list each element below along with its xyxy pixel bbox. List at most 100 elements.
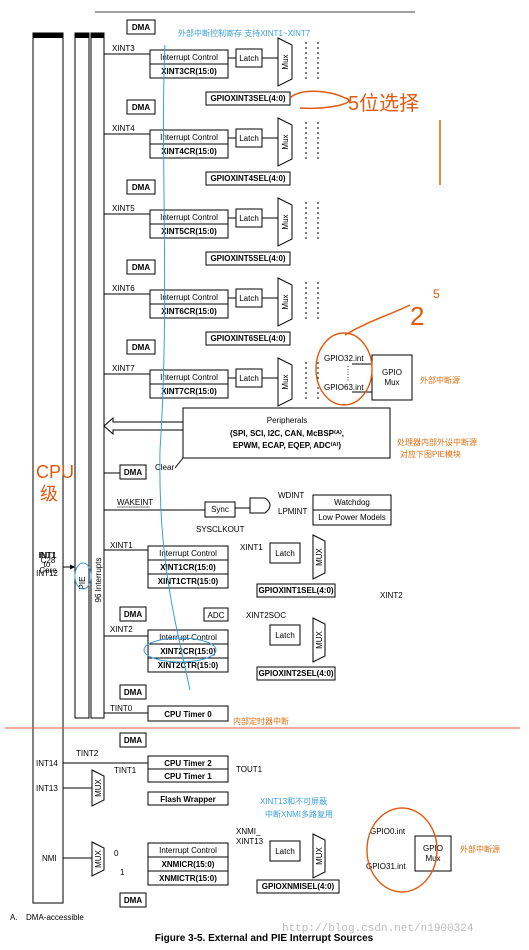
xint-label: XINT4 bbox=[112, 124, 135, 133]
footnote-a: A. bbox=[10, 913, 18, 922]
svg-text:TOUT1: TOUT1 bbox=[236, 765, 263, 774]
svg-text:Interrupt Control: Interrupt Control bbox=[159, 633, 217, 642]
svg-text:Low Power Models: Low Power Models bbox=[318, 513, 386, 522]
svg-text:GPIO: GPIO bbox=[423, 844, 443, 853]
gpio-sel-box bbox=[205, 331, 291, 346]
note-nmi2: 中断XNMI多路复用 bbox=[265, 809, 333, 819]
svg-text:Mux: Mux bbox=[384, 378, 399, 387]
clear-label: Clear bbox=[155, 463, 174, 472]
svg-text:XINT1: XINT1 bbox=[110, 541, 133, 550]
svg-text:Interrupt Control: Interrupt Control bbox=[159, 549, 217, 558]
svg-text:CPU Timer 2: CPU Timer 2 bbox=[164, 759, 212, 768]
note-cpu-level-a: CPU bbox=[36, 462, 74, 482]
xint-label: XINT5 bbox=[112, 204, 135, 213]
note-nmi1: XINT13和不可屏蔽 bbox=[260, 796, 327, 806]
svg-text:TINT1: TINT1 bbox=[114, 766, 137, 775]
xint-label: XINT6 bbox=[112, 284, 135, 293]
svg-text:Latch: Latch bbox=[275, 631, 295, 640]
svg-text:INT1: INT1 bbox=[38, 551, 56, 560]
svg-text:to: to bbox=[44, 560, 51, 569]
cr-label: XINT4CR(15:0) bbox=[161, 147, 217, 156]
svg-text:SYSCLKOUT: SYSCLKOUT bbox=[196, 525, 245, 534]
note-periph-src1: 处理器内部外设中断源 bbox=[397, 437, 477, 447]
mux-label: Mux bbox=[281, 214, 290, 229]
cr-label: XINT5CR(15:0) bbox=[161, 227, 217, 236]
svg-text:Latch: Latch bbox=[275, 549, 295, 558]
mux-shape bbox=[277, 357, 293, 407]
svg-text:Peripherals: Peripherals bbox=[267, 416, 307, 425]
mux-shape bbox=[277, 117, 293, 167]
xint-label: XINT7 bbox=[112, 364, 135, 373]
footnote-text: DMA-accessible bbox=[26, 913, 84, 922]
svg-text:XINT2: XINT2 bbox=[380, 591, 403, 600]
interrupt-control-label: Interrupt Control bbox=[160, 213, 218, 222]
svg-text:INT14: INT14 bbox=[36, 759, 58, 768]
svg-text:1: 1 bbox=[120, 868, 125, 877]
cr-label: XINT7CR(15:0) bbox=[161, 387, 217, 396]
dma-label: DMA bbox=[132, 23, 150, 32]
handwritten-annotations: 外部中断控制寄存 支持XINT1~XINT7 5位选择 2 5 外部中断源 CP… bbox=[36, 28, 500, 893]
interrupts-96-label: 96 Interrupts bbox=[94, 558, 103, 603]
svg-text:XINT2: XINT2 bbox=[110, 625, 133, 634]
pie-block: PIE bbox=[74, 32, 90, 719]
timers-block: DMA TINT2 INT14 TINT1 CPU Timer 2 CPU Ti… bbox=[36, 732, 263, 807]
xint-label: XINT3 bbox=[112, 44, 135, 53]
cr-label: XINT3CR(15:0) bbox=[161, 67, 217, 76]
svg-text:GPIO: GPIO bbox=[382, 368, 402, 377]
pie-label: PIE bbox=[78, 577, 87, 590]
c28-core-block: C28 Core bbox=[32, 32, 64, 904]
svg-text:Sync: Sync bbox=[211, 505, 229, 514]
dma-box bbox=[126, 339, 156, 355]
gpio63-label: GPIO63.int bbox=[324, 383, 364, 392]
gpio-sel-label: GPIOXINT3SEL(4:0) bbox=[210, 94, 285, 103]
note-2pow: 2 bbox=[410, 301, 424, 331]
xint1-block: XINT1 Interrupt Control XINT1CR(15:0) XI… bbox=[104, 534, 403, 600]
svg-text:CPU Timer 0: CPU Timer 0 bbox=[164, 710, 212, 719]
svg-text:ADC: ADC bbox=[208, 611, 225, 620]
svg-text:DMA: DMA bbox=[124, 736, 142, 745]
peripherals-block: Peripherals (SPI, SCI, I2C, CAN, McBSP⁽ᴬ… bbox=[103, 407, 391, 480]
svg-text:MUX: MUX bbox=[315, 846, 324, 864]
svg-text:Watchdog: Watchdog bbox=[334, 498, 370, 507]
svg-text:Mux: Mux bbox=[425, 854, 440, 863]
svg-text:0: 0 bbox=[114, 849, 119, 858]
interrupt-control-label: Interrupt Control bbox=[160, 373, 218, 382]
svg-text:WAKEINT: WAKEINT bbox=[117, 498, 153, 507]
svg-text:XINT2CTR(15:0): XINT2CTR(15:0) bbox=[158, 661, 219, 670]
svg-text:GPIOXINT1SEL(4:0): GPIOXINT1SEL(4:0) bbox=[258, 586, 333, 595]
note-top: 外部中断控制寄存 支持XINT1~XINT7 bbox=[178, 28, 311, 38]
mux-label: Mux bbox=[281, 294, 290, 309]
svg-text:INT13: INT13 bbox=[36, 784, 58, 793]
latch-label: Latch bbox=[239, 54, 259, 63]
c28-label: C28 bbox=[41, 556, 56, 565]
svg-text:MUX: MUX bbox=[315, 630, 324, 648]
svg-text:XNMICR(15:0): XNMICR(15:0) bbox=[162, 860, 215, 869]
svg-text:XNMI_: XNMI_ bbox=[236, 827, 261, 836]
figure-caption: Figure 3-5. External and PIE Interrupt S… bbox=[155, 933, 374, 944]
svg-text:Interrupt Control: Interrupt Control bbox=[159, 846, 217, 855]
svg-text:XNMICTR(15:0): XNMICTR(15:0) bbox=[159, 874, 217, 883]
svg-text:EPWM, ECAP, EQEP, ADC⁽ᴬ⁾): EPWM, ECAP, EQEP, ADC⁽ᴬ⁾) bbox=[233, 441, 341, 450]
svg-text:XINT2CR(15:0): XINT2CR(15:0) bbox=[160, 647, 216, 656]
int1-label: INT1 bbox=[39, 551, 57, 560]
svg-text:DMA: DMA bbox=[124, 896, 142, 905]
dma-label: DMA bbox=[132, 263, 150, 272]
cr-box bbox=[149, 63, 229, 79]
svg-text:TINT0: TINT0 bbox=[110, 704, 133, 713]
note-2pow-exp: 5 bbox=[433, 287, 440, 301]
cr-box bbox=[149, 143, 229, 159]
latch-label: Latch bbox=[239, 294, 259, 303]
gpio-sel-label: GPIOXINT5SEL(4:0) bbox=[210, 254, 285, 263]
svg-text:(SPI, SCI, I2C, CAN, McBSP⁽ᴬ⁾,: (SPI, SCI, I2C, CAN, McBSP⁽ᴬ⁾, bbox=[230, 429, 344, 438]
svg-text:⋮: ⋮ bbox=[344, 365, 352, 374]
svg-text:INT12: INT12 bbox=[36, 569, 58, 578]
svg-text:GPIO31.int: GPIO31.int bbox=[366, 862, 406, 871]
gpio-sel-box bbox=[205, 251, 291, 266]
svg-text:⋮: ⋮ bbox=[344, 373, 352, 382]
mux-shape bbox=[277, 37, 293, 87]
gpio-sel-box bbox=[205, 171, 291, 186]
